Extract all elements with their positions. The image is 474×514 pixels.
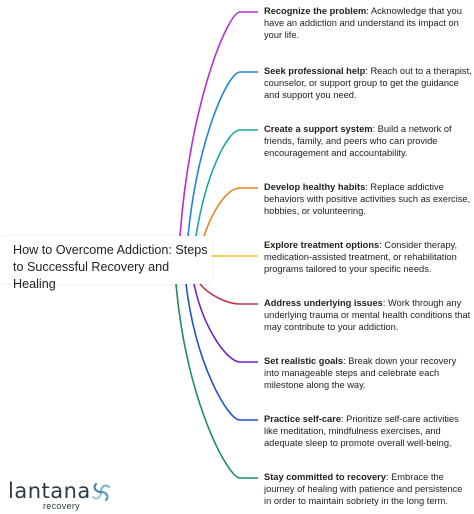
branch-self-care: Practice self-care: Prioritize self-care… [264,414,472,450]
branch-text: : Break down your recovery into manageab… [264,356,457,390]
logo-wordmark: lantana [8,479,91,503]
branch-text: : Prioritize self-care activities like m… [264,414,459,448]
branch-title: Address underlying issues [264,298,383,308]
branch-title: Explore treatment options [264,240,380,250]
branch-recognize-problem: Recognize the problem: Acknowledge that … [264,6,472,42]
connector-2 [195,129,258,237]
branch-stay-committed: Stay committed to recovery: Embrace the … [264,472,472,508]
branch-text: : Embrace the journey of healing with pa… [264,472,463,506]
branch-text: : Acknowledge that you have an addiction… [264,6,462,40]
connector-1 [187,71,258,237]
root-node [0,236,212,284]
branch-realistic-goals: Set realistic goals: Break down your rec… [264,356,472,392]
connector-6 [193,283,258,363]
connector-5 [199,283,258,305]
branch-title: Stay committed to recovery [264,472,386,482]
connector-8 [175,283,258,479]
branch-seek-help: Seek professional help: Reach out to a t… [264,66,472,102]
branch-healthy-habits: Develop healthy habits: Replace addictiv… [264,182,472,218]
lantana-flower-icon [91,482,111,502]
connector-7 [185,283,258,421]
branch-text: : Reach out to a therapist, counselor, o… [264,66,472,100]
branch-text: : Consider therapy, medication-assisted … [264,240,458,274]
branch-title: Practice self-care [264,414,342,424]
connector-3 [203,187,258,237]
branch-title: Develop healthy habits [264,182,366,192]
branch-support-system: Create a support system: Build a network… [264,124,472,160]
root-title: How to Overcome Addiction: Steps to Succ… [13,243,208,291]
branch-text: : Build a network of friends, family, an… [264,124,452,158]
lantana-logo: lantana recovery [8,479,118,511]
branch-text: : Replace addictive behaviors with posit… [264,182,471,216]
branch-title: Seek professional help [264,66,366,76]
branch-title: Create a support system [264,124,373,134]
branch-text: : Work through any underlying trauma or … [264,298,471,332]
branch-title: Recognize the problem [264,6,367,16]
branch-underlying-issues: Address underlying issues: Work through … [264,298,472,334]
branch-title: Set realistic goals [264,356,344,366]
connector-0 [179,11,258,237]
logo-tagline: recovery [43,501,80,511]
branch-treatment-options: Explore treatment options: Consider ther… [264,240,472,276]
